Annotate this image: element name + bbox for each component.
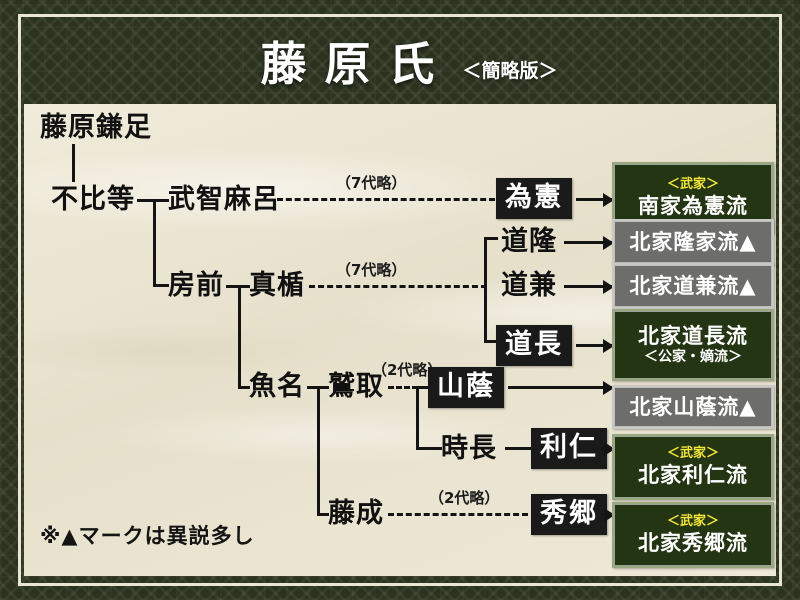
person-washitori: 鷲取 xyxy=(328,371,384,402)
connector-to-matate xyxy=(238,285,250,288)
result-box-hokke-yamakage[interactable]: 北家山蔭流▲ xyxy=(612,385,774,429)
result-box-hokke-toshihito[interactable]: ＜武家＞ 北家利仁流 xyxy=(612,434,774,500)
connector-yamakage-bracket-vertical xyxy=(416,386,419,450)
person-tamenori-box: 為憲 xyxy=(496,178,572,219)
result-inner: 北家隆家流▲ xyxy=(614,221,772,263)
generation-gap-label-washitori: （2代略） xyxy=(372,361,443,379)
result-box-hokke-michikane[interactable]: 北家道兼流▲ xyxy=(612,263,774,309)
person-hidesato-box: 秀郷 xyxy=(531,494,607,535)
connector-uona-stem xyxy=(307,386,319,389)
result-main-label: 北家利仁流 xyxy=(638,462,748,487)
result-inner: ＜武家＞ 南家為憲流 xyxy=(614,164,772,232)
connector-to-muchimaro xyxy=(153,199,169,202)
connector-to-michinaga xyxy=(484,340,498,343)
page-subtitle: ＜簡略版＞ xyxy=(462,59,558,82)
page-title: 藤原氏 xyxy=(260,37,453,91)
person-tokinaga: 時長 xyxy=(441,433,497,464)
result-inner: 北家道長流 ＜公家・嫡流＞ xyxy=(614,311,772,379)
result-box-hokke-michinaga[interactable]: 北家道長流 ＜公家・嫡流＞ xyxy=(612,309,774,381)
result-tag: ＜武家＞ xyxy=(666,446,719,462)
result-tag: ＜武家＞ xyxy=(666,177,719,193)
person-fusasaki: 房前 xyxy=(168,270,224,301)
connector-to-uona xyxy=(238,386,250,389)
result-tag: ＜武家＞ xyxy=(666,514,719,530)
result-box-hokke-takaie[interactable]: 北家隆家流▲ xyxy=(612,219,774,265)
arrow-hidesato-to-result xyxy=(601,507,615,522)
chart-paper-panel: 藤原鎌足 不比等 武智麻呂 （7代略） 為憲 房前 真楯 （7代略） 道 xyxy=(24,104,776,576)
connector-to-yamakage xyxy=(416,386,430,389)
arrow-michitaka-to-result xyxy=(564,235,614,250)
arrow-tamenori-to-result xyxy=(576,192,614,207)
person-michikane: 道兼 xyxy=(501,270,557,301)
result-main-label: 北家秀郷流 xyxy=(638,530,748,555)
connector-kamatari-to-fuhito xyxy=(72,144,75,182)
connector-to-tokinaga xyxy=(416,447,442,450)
person-fujinari: 藤成 xyxy=(328,498,384,529)
dashed-connector-muchimaro-to-tamenori xyxy=(277,198,495,201)
result-main-label: 南家為憲流 xyxy=(638,193,748,218)
connector-fuhito-bracket-vertical xyxy=(153,199,156,287)
result-main-label: 北家道兼流▲ xyxy=(629,273,757,298)
generation-gap-label-fujinari: （2代略） xyxy=(429,489,500,507)
connector-to-washitori xyxy=(317,386,329,389)
result-inner: ＜武家＞ 北家秀郷流 xyxy=(614,504,772,566)
result-inner: 北家道兼流▲ xyxy=(614,265,772,307)
result-main-label: 北家道長流 xyxy=(638,324,748,349)
connector-to-michitaka xyxy=(484,237,498,240)
person-muchimaro: 武智麻呂 xyxy=(168,184,280,215)
result-box-hokke-hidesato[interactable]: ＜武家＞ 北家秀郷流 xyxy=(612,502,774,568)
generation-gap-label-matate: （7代略） xyxy=(336,261,407,279)
dashed-connector-washitori xyxy=(388,386,418,389)
person-matate: 真楯 xyxy=(249,270,305,301)
connector-to-fusasaki xyxy=(153,284,169,287)
arrow-yamakage-to-result xyxy=(508,380,614,395)
person-michitaka: 道隆 xyxy=(501,226,557,257)
footnote-note: ※▲マークは異説多し xyxy=(40,524,255,548)
connector-fusasaki-stem xyxy=(226,285,240,288)
chart-title-band: 藤原氏 ＜簡略版＞ xyxy=(0,22,800,100)
person-fujiwara-no-kamatari: 藤原鎌足 xyxy=(40,112,152,143)
arrow-toshihito-to-result xyxy=(601,441,615,456)
dashed-connector-matate-to-michi-branch xyxy=(309,285,487,288)
connector-tokinaga-to-toshihito xyxy=(505,447,533,450)
connector-to-fujinari xyxy=(317,513,329,516)
person-uona: 魚名 xyxy=(249,371,305,402)
result-inner: 北家山蔭流▲ xyxy=(614,387,772,427)
arrow-michikane-to-result xyxy=(564,279,614,294)
result-main-label: 北家山蔭流▲ xyxy=(629,394,757,419)
result-main-label: 北家隆家流▲ xyxy=(629,229,757,254)
connector-fuhito-stem xyxy=(137,199,155,202)
connector-uona-bracket-vertical xyxy=(317,386,320,516)
arrow-michinaga-to-result xyxy=(576,338,614,353)
dashed-connector-fujinari-to-hidesato xyxy=(388,513,528,516)
generation-gap-label-muchimaro: （7代略） xyxy=(336,174,407,192)
result-sub-label: ＜公家・嫡流＞ xyxy=(644,349,742,366)
person-michinaga-box: 道長 xyxy=(496,325,572,366)
result-inner: ＜武家＞ 北家利仁流 xyxy=(614,436,772,498)
connector-michi-bracket-vertical xyxy=(484,237,487,343)
person-fuhito: 不比等 xyxy=(51,184,135,215)
connector-fusasaki-bracket-vertical xyxy=(238,285,241,389)
decorative-frame-border xyxy=(18,14,782,586)
person-yamakage-box: 山蔭 xyxy=(428,367,504,408)
person-toshihito-box: 利仁 xyxy=(531,428,607,469)
